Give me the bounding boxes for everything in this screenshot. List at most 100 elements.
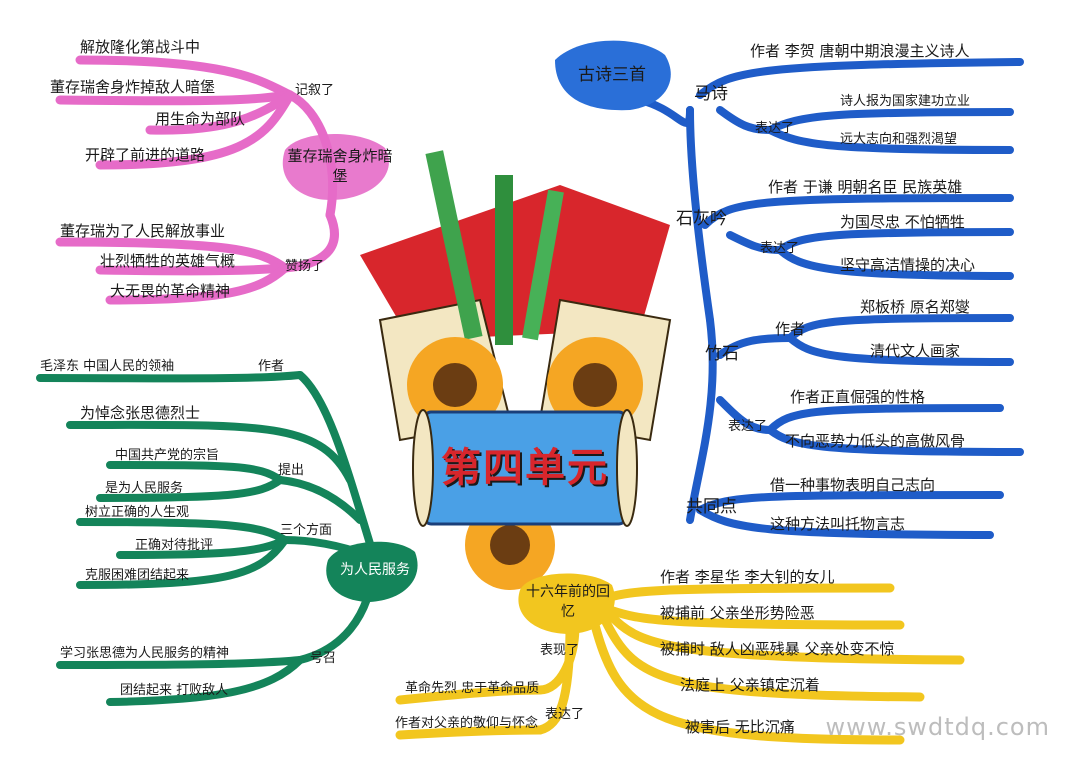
watermark: www.swdtdq.com: [825, 713, 1050, 741]
yellow-item-1: [605, 605, 905, 630]
blue-shi-author: [701, 194, 1014, 229]
blue-zhu-e1: [766, 404, 1004, 434]
green-author-label: 作者: [258, 359, 285, 374]
blue-shi-label: 石灰吟: [676, 209, 727, 229]
pink-item-4: 开辟了前进的道路: [85, 146, 206, 164]
sunflower-center-3: [490, 525, 530, 565]
blue-ma-label: 马诗: [694, 84, 728, 104]
green-hub-shape: [326, 541, 418, 602]
blue-zhu-express-label: 表达了: [728, 419, 768, 434]
pink-line-1: [75, 55, 295, 100]
pink-stem-2: [280, 210, 339, 273]
green-propose-1: 中国共产党的宗旨: [115, 448, 220, 463]
pink-line-3: [145, 90, 295, 135]
green-call-2: 团结起来 打败敌人: [120, 683, 229, 698]
blue-common-1: 借一种事物表明自己志向: [770, 476, 936, 494]
blue-trunk-2: [686, 316, 717, 524]
green-branch-lines: [36, 371, 379, 706]
blue-zhu-author-2: 清代文人画家: [870, 342, 961, 360]
pink-line-4: [95, 90, 295, 170]
green-three-3: 克服困难团结起来: [85, 568, 190, 583]
yellow-item-4: [590, 620, 905, 745]
green-stem-1: [296, 371, 379, 564]
blue-branch-lines: [636, 58, 1024, 539]
green-propose-label: 提出: [278, 463, 305, 478]
blue-ma-author: 作者 李贺 唐朝中期浪漫主义诗人: [750, 42, 970, 60]
blue-trunk-1: [686, 106, 714, 324]
bamboo-icon-3: [522, 189, 564, 341]
pink-item-3: 用生命为部队: [155, 110, 246, 128]
yellow-item-2: [605, 610, 965, 665]
pink-item-1: 解放隆化第战斗中: [80, 38, 201, 56]
blue-common-1: [696, 491, 1004, 514]
blue-shi-express-2: 坚守高洁情操的决心: [840, 256, 976, 274]
scroll-left-roll: [412, 409, 434, 527]
pink-item-7: 大无畏的革命精神: [110, 282, 231, 300]
sunflower-center-2: [573, 363, 617, 407]
blue-ma-express-2: 远大志向和强烈渴望: [840, 132, 958, 147]
blue-ma-author: [696, 58, 1024, 99]
blue-common-2: 这种方法叫托物言志: [770, 515, 906, 533]
pink-line-6: [95, 263, 290, 276]
yellow-item-3: 法庭上 父亲镇定沉着: [680, 676, 820, 694]
yellow-express-stem: [535, 620, 575, 735]
blue-zhu-e2: [766, 426, 1024, 456]
scroll-right-roll: [616, 409, 638, 527]
pink-branch-lines: [55, 55, 339, 305]
blue-zhu-a1: [786, 314, 1014, 342]
blue-zhu-express-2: 不向恶势力低头的高傲风骨: [785, 432, 966, 450]
yellow-show-label: 表现了: [540, 643, 580, 658]
yellow-hub-label: 十六年前的回忆: [526, 584, 610, 620]
pink-item-2: 董存瑞舍身炸掉敌人暗堡: [50, 78, 216, 96]
green-three-1: 树立正确的人生观: [85, 505, 190, 520]
blue-ma-express: [716, 106, 774, 134]
blue-shi-express-1: 为国尽忠 不怕牺牲: [840, 213, 965, 231]
pink-line-5: [55, 237, 290, 273]
green-hub-label: 为人民服务: [340, 562, 410, 578]
yellow-express-text: 作者对父亲的敬仰与怀念: [395, 716, 539, 731]
blue-common-label: 共同点: [686, 497, 737, 517]
center-title: 第四单元: [441, 445, 609, 491]
blue-zhu-author-1: 郑板桥 原名郑燮: [860, 298, 970, 316]
yellow-item-4: 被害后 无比沉痛: [685, 718, 795, 736]
blue-shi-express-label: 表达了: [760, 241, 800, 256]
pink-group2-label: 赞扬了: [285, 259, 325, 274]
blue-hub-label: 古诗三首: [578, 65, 646, 85]
blue-shi-author: 作者 于谦 明朝名臣 民族英雄: [768, 178, 963, 196]
sunflower-center: [433, 363, 477, 407]
yellow-item-2: 被捕时 敌人凶恶残暴 父亲处变不惊: [660, 640, 895, 658]
blue-zhu-a2: [786, 334, 1014, 366]
blue-shi-express: [726, 231, 784, 254]
yellow-item-3: [600, 615, 925, 702]
green-propose-2: 是为人民服务: [105, 481, 184, 496]
blue-zhu-express-1: 作者正直倔强的性格: [790, 388, 926, 406]
yellow-show-text: 革命先烈 忠于革命品质: [405, 681, 540, 696]
pink-item-5: 董存瑞为了人民解放事业: [60, 222, 226, 240]
blue-zhu-express: [716, 396, 774, 434]
yellow-express-label: 表达了: [545, 707, 585, 722]
yellow-show-line: [395, 685, 545, 705]
yellow-author: 作者 李星华 李大钊的女儿: [660, 568, 835, 586]
yellow-hub-shape: [518, 573, 615, 634]
green-call-label: 号召: [310, 651, 337, 666]
green-propose-stem: [276, 476, 364, 524]
blue-zhu-label: 竹石: [705, 344, 739, 364]
green-three-2: [116, 536, 289, 559]
bamboo-icon-2: [495, 175, 513, 345]
pink-line-7: [105, 263, 290, 305]
yellow-author-line: [595, 583, 895, 605]
blue-ma-e1: [766, 108, 1014, 134]
blue-hub-shape: [555, 40, 671, 111]
bamboo-icon: [425, 150, 483, 340]
green-propose-2: [96, 476, 284, 502]
pink-hub-shape: [282, 133, 389, 200]
green-purpose-line: [66, 420, 354, 484]
green-three-1: [76, 518, 289, 544]
blue-ma-express-label: 表达了: [755, 121, 795, 136]
green-call-1: [56, 656, 304, 669]
green-three-2: 正确对待批评: [135, 538, 214, 553]
pink-group1-label: 记叙了: [295, 83, 335, 98]
pink-hub-label: 董存瑞舍身炸暗堡: [287, 147, 393, 185]
green-propose-1: [106, 461, 284, 484]
